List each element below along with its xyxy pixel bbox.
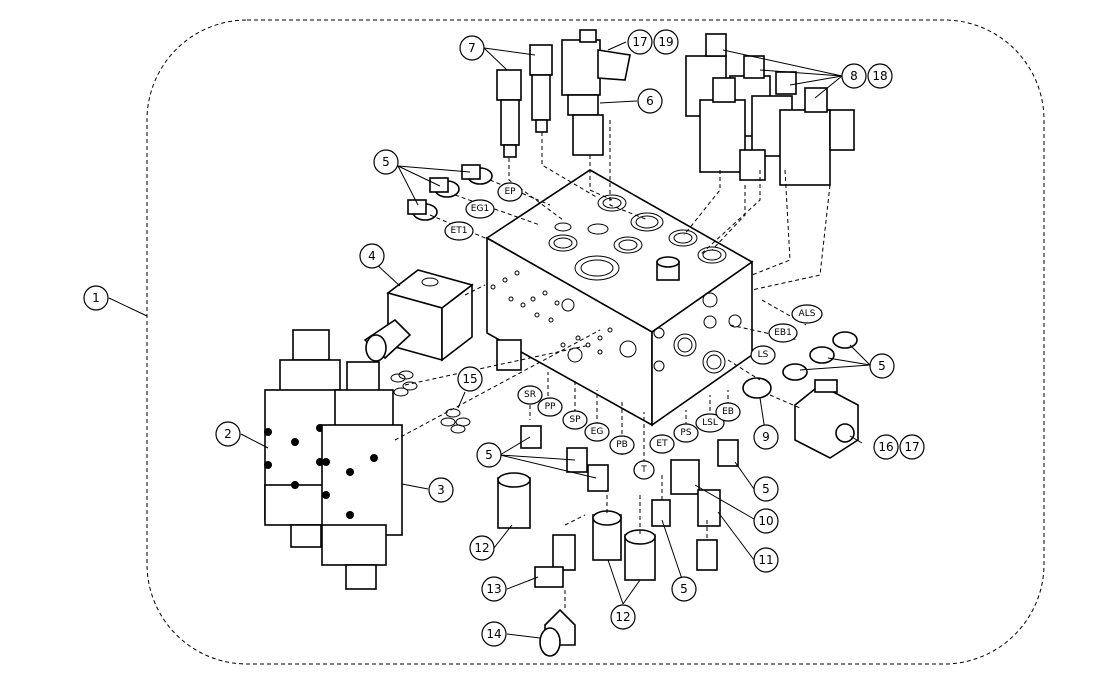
callout-8: 8 (841, 63, 867, 89)
port-eb-label: EB (722, 407, 734, 417)
callout-1-text: 1 (92, 291, 100, 305)
leader-lines (108, 41, 871, 639)
callout-8-text: 8 (850, 69, 858, 83)
callout-11-text: 11 (758, 553, 773, 567)
port-eg-label: EG (591, 427, 604, 437)
callout-9: 9 (753, 424, 779, 450)
port-eg: EG (584, 422, 610, 442)
port-eg1: EG1 (465, 199, 495, 219)
callout-5-lower-right-text: 5 (762, 482, 770, 496)
callout-7-text: 7 (468, 41, 476, 55)
port-pb: PB (609, 435, 635, 455)
port-ep: EP (497, 182, 523, 202)
port-pp: PP (537, 397, 563, 417)
port-eb1-label: EB1 (774, 328, 792, 338)
port-t-label: T (640, 465, 647, 475)
port-lsl: LSL (695, 413, 725, 433)
callout-17-top: 17 (627, 29, 653, 55)
port-t: T (633, 460, 655, 480)
callout-14-text: 14 (486, 627, 501, 641)
callout-5-top: 5 (373, 149, 399, 175)
callout-6: 6 (637, 88, 663, 114)
port-et1: ET1 (444, 221, 474, 241)
callout-18: 18 (867, 63, 893, 89)
callout-17-top-text: 17 (632, 35, 647, 49)
callout-12-left-text: 12 (474, 541, 489, 555)
port-eb: EB (715, 402, 741, 422)
solenoid-cartridge-6 (561, 29, 631, 156)
port-ps-label: PS (680, 428, 691, 438)
callout-5-bottom-text: 5 (680, 582, 688, 596)
o-rings-15 (390, 370, 471, 434)
callout-9-text: 9 (762, 430, 770, 444)
callout-2: 2 (215, 421, 241, 447)
callout-12-bottom-text: 12 (615, 610, 630, 624)
callout-7: 7 (459, 35, 485, 61)
callout-10-text: 10 (758, 514, 773, 528)
port-ls: LS (750, 345, 776, 365)
port-als: ALS (791, 304, 823, 324)
solenoid-coils-8 (685, 33, 855, 186)
port-pb-label: PB (616, 440, 628, 450)
adapters-12-13-14 (497, 472, 656, 657)
port-et-label: ET (656, 439, 668, 449)
callout-3-text: 3 (437, 483, 445, 497)
callout-5-right-text: 5 (878, 359, 886, 373)
solenoid-coil-16 (794, 379, 859, 459)
cartridge-valves-7 (496, 44, 553, 158)
callout-18-text: 18 (872, 69, 887, 83)
callout-5-bottom: 5 (671, 576, 697, 602)
callout-17-bottom-text: 17 (904, 440, 919, 454)
solenoid-valve-4 (363, 269, 474, 362)
port-sr-label: SR (524, 390, 536, 400)
callout-5-top-text: 5 (382, 155, 390, 169)
port-sp: SP (562, 410, 588, 430)
callout-12-left: 12 (469, 535, 495, 561)
callout-3: 3 (428, 477, 454, 503)
callout-13: 13 (481, 576, 507, 602)
callout-4: 4 (359, 243, 385, 269)
valve-block (485, 169, 754, 427)
callout-1: 1 (83, 285, 109, 311)
callout-10: 10 (753, 508, 779, 534)
callout-15: 15 (457, 366, 483, 392)
directional-valve-3 (321, 361, 403, 590)
callout-4-text: 4 (368, 249, 376, 263)
assembly-lines (394, 120, 831, 610)
callout-5-left-text: 5 (485, 448, 493, 462)
callout-19: 19 (653, 29, 679, 55)
port-sr: SR (517, 385, 543, 405)
port-sp-label: SP (569, 415, 581, 425)
port-eg1-label: EG1 (471, 204, 489, 214)
callout-11: 11 (753, 547, 779, 573)
port-pp-label: PP (545, 402, 556, 412)
callout-16: 16 (873, 434, 899, 460)
port-eb1: EB1 (768, 323, 798, 343)
assembly-boundary (146, 19, 1045, 665)
callout-16-text: 16 (878, 440, 893, 454)
port-ls-label: LS (758, 350, 769, 360)
callout-5-lower-right: 5 (753, 476, 779, 502)
port-ep-label: EP (504, 187, 516, 197)
callout-12-bottom: 12 (610, 604, 636, 630)
callout-15-text: 15 (462, 372, 477, 386)
callout-5-right: 5 (869, 353, 895, 379)
callout-2-text: 2 (224, 427, 232, 441)
port-als-label: ALS (799, 309, 816, 319)
callout-17-bottom: 17 (899, 434, 925, 460)
port-et: ET (649, 434, 675, 454)
port-ps: PS (673, 423, 699, 443)
port-et1-label: ET1 (451, 226, 468, 236)
callout-13-text: 13 (486, 582, 501, 596)
callout-5-left: 5 (476, 442, 502, 468)
callout-19-text: 19 (658, 35, 673, 49)
callout-6-text: 6 (646, 94, 654, 108)
port-lsl-label: LSL (702, 418, 718, 428)
callout-14: 14 (481, 621, 507, 647)
